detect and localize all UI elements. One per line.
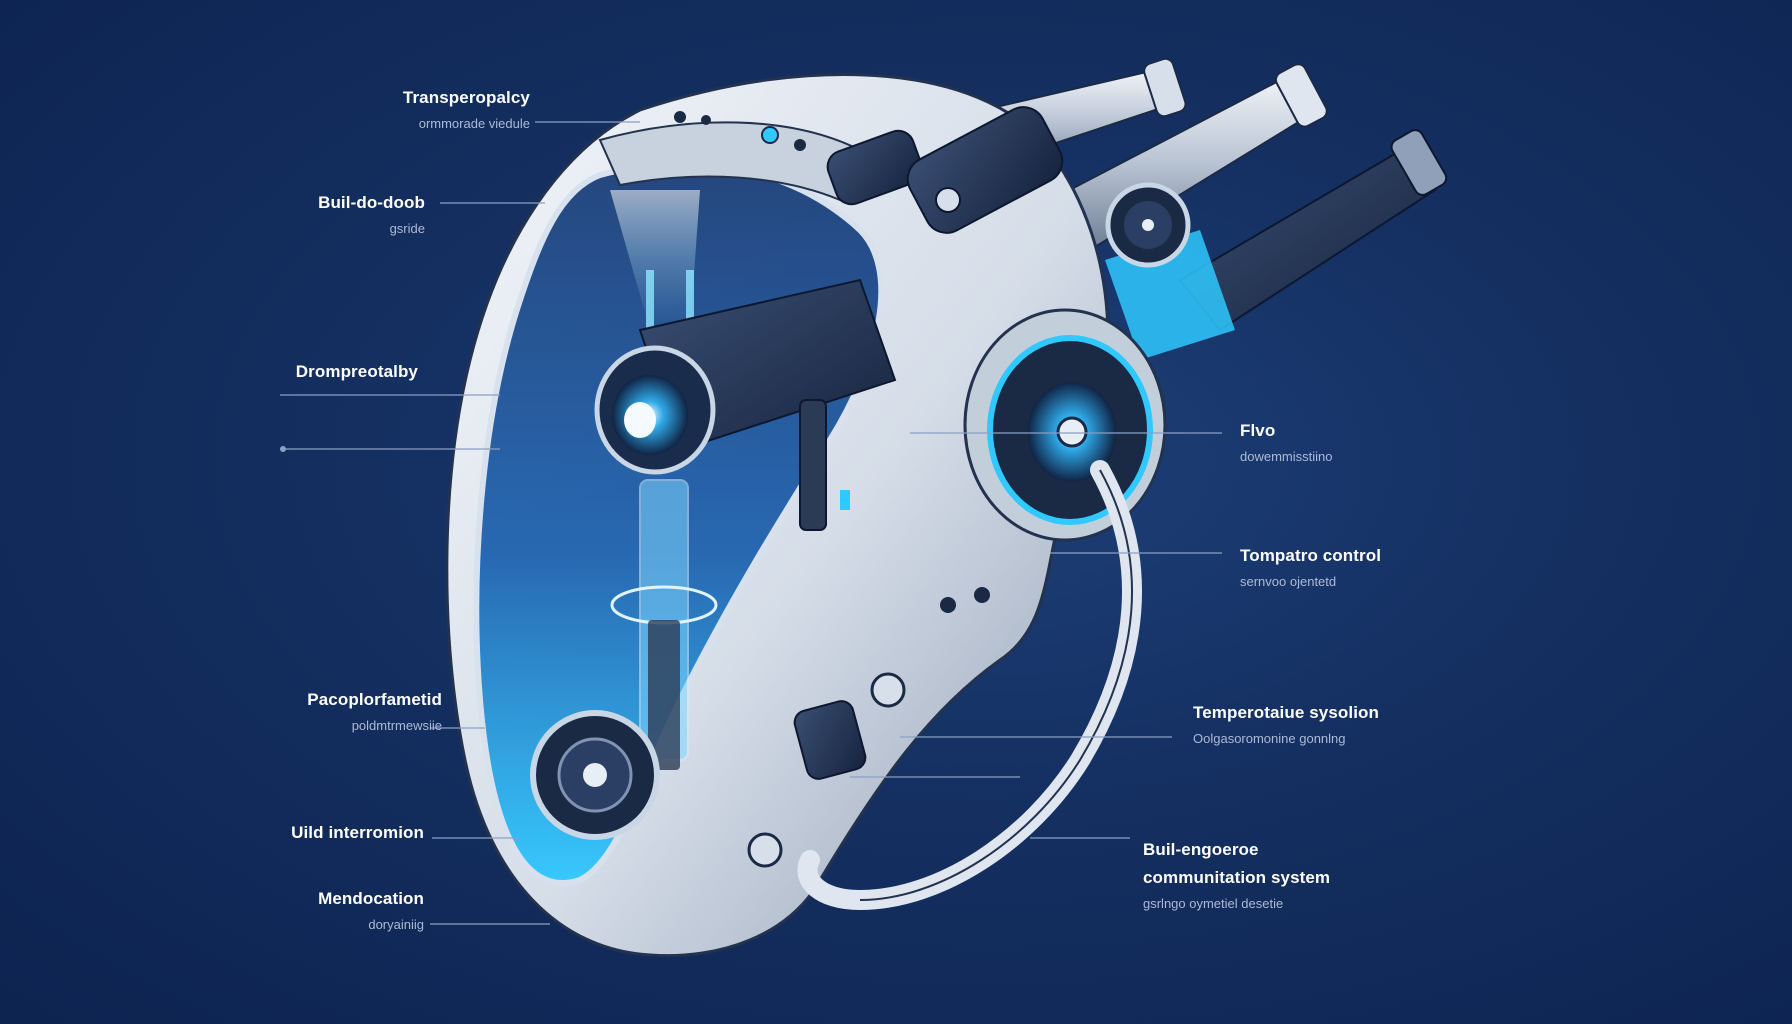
top-panel (598, 106, 1064, 234)
lower-disc (530, 710, 660, 840)
light-beam (610, 190, 700, 330)
label-title: Drompreotalby (295, 362, 418, 381)
label-transparency: Transperopalcy ormmorade viedule (403, 88, 530, 131)
label-title: Temperotaiue sysolion (1193, 703, 1379, 722)
label-flvo: Flvo dowemmisstiino (1240, 421, 1332, 464)
label-subtitle: gsride (389, 221, 425, 236)
label-uild-interromion: Uild interromion (291, 823, 424, 843)
label-subtitle: ormmorade viedule (418, 116, 530, 131)
side-gauge (1105, 182, 1191, 268)
inner-chamber (610, 270, 718, 770)
label-mendocation: Mendocation doryainiig (318, 889, 424, 932)
label-title-line2: communitation system (1143, 868, 1331, 887)
label-pacoplorfametid: Pacoplorfametid poldmtrmewsiie (307, 690, 442, 733)
label-title: Uild interromion (291, 823, 424, 842)
label-title: Transperopalcy (402, 88, 530, 107)
label-subtitle: poldmtrmewsiie (351, 718, 442, 733)
label-subtitle: doryainiig (368, 917, 424, 932)
label-title: Mendocation (318, 889, 424, 908)
label-subtitle: Oolgasoromonine gonnlng (1193, 731, 1346, 746)
control-buttons (747, 587, 990, 868)
label-drompreotalby: Drompreotalby (296, 362, 418, 382)
label-title: Buil-engoeroe (1143, 840, 1259, 859)
label-title: Flvo (1240, 421, 1276, 440)
label-subtitle: dowemmisstiino (1240, 449, 1333, 464)
lens-assembly (594, 278, 897, 531)
label-temperature-system: Temperotaiue sysolion Oolgasoromonine go… (1193, 703, 1379, 746)
rear-tube-3 (1105, 129, 1448, 360)
label-build-dock: Buil-do-doob gsride (318, 193, 425, 236)
label-communication-system: Buil-engoeroe communitation system gsrln… (1143, 840, 1330, 911)
label-tompatro-control: Tompatro control sernvoo ojentetd (1240, 546, 1381, 589)
label-title: Tompatro control (1240, 546, 1382, 565)
label-title: Pacoplorfametid (307, 690, 442, 709)
label-title: Buil-do-doob (318, 193, 425, 212)
label-subtitle: sernvoo ojentetd (1240, 574, 1337, 589)
label-subtitle: gsrlngo oymetiel desetie (1143, 896, 1284, 911)
